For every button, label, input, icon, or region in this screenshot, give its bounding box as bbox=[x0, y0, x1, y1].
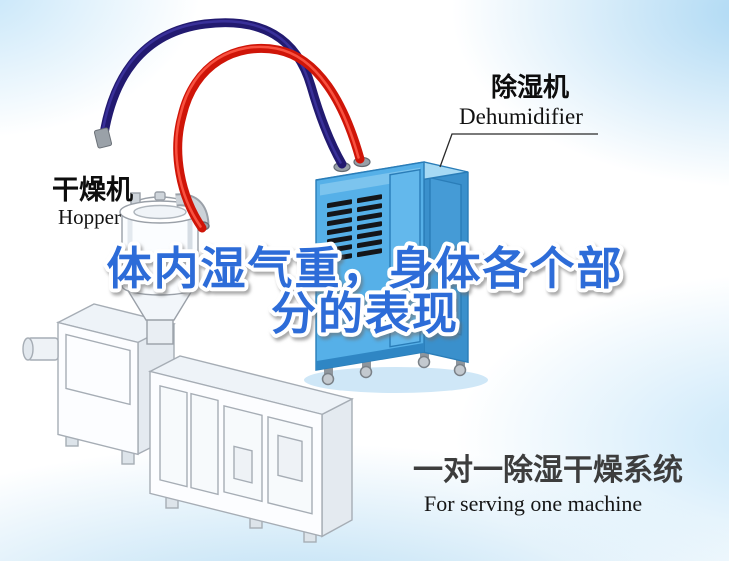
dehumidifier-vent-grille bbox=[327, 194, 382, 263]
caption-cn: 一对一除湿干燥系统 bbox=[413, 454, 683, 487]
dehumidifier-label-en: Dehumidifier bbox=[459, 104, 583, 129]
dehumidifier-label-leader-line bbox=[439, 133, 598, 168]
overlay-title-line1: 体内湿气重，身体各个部 bbox=[106, 243, 623, 294]
dehumidifier-casters bbox=[321, 351, 467, 386]
dehumidifier-floor-shadow bbox=[304, 367, 488, 393]
navy-hose bbox=[98, 18, 347, 169]
dehumidifier-label-cn: 除湿机 bbox=[491, 72, 570, 102]
red-hose bbox=[173, 44, 365, 233]
extruder-machine-illustration bbox=[22, 303, 354, 543]
dryer-label-en: Hopper bbox=[58, 205, 121, 229]
navy-hose-fitting bbox=[93, 127, 113, 149]
overlay-title-line2: 分的表现 bbox=[271, 288, 459, 339]
dryer-label-cn: 干燥机 bbox=[52, 175, 133, 205]
caption-en: For serving one machine bbox=[424, 491, 643, 516]
overlay-title: 体内湿气重，身体各个部 分的表现 bbox=[102, 239, 625, 343]
